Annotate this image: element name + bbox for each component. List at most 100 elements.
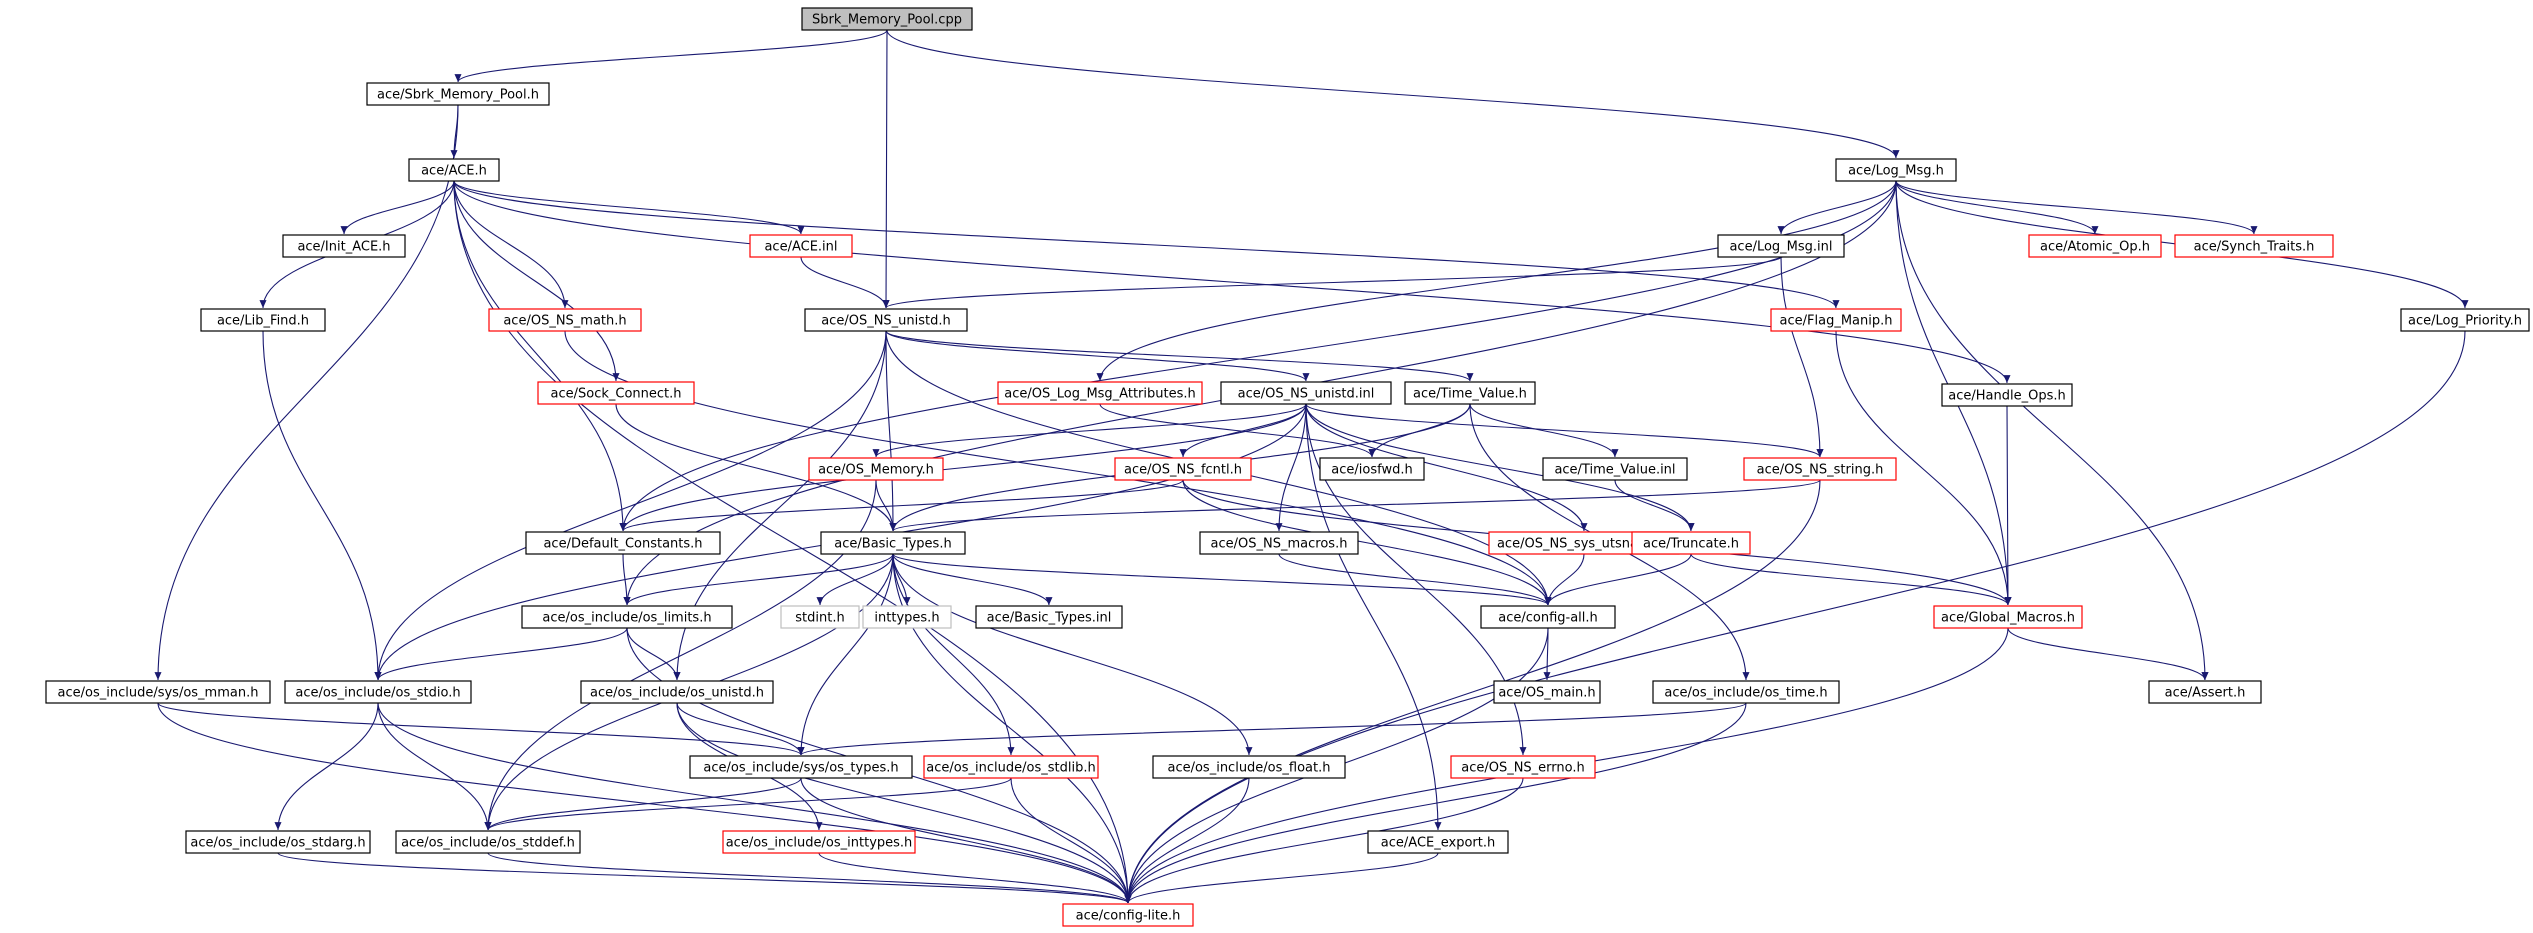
node-ace_h[interactable]: ace/ACE.h: [408, 158, 500, 182]
node-synch[interactable]: ace/Synch_Traits.h: [2174, 234, 2334, 258]
node-label: ace/Handle_Ops.h: [1948, 389, 2065, 404]
node-defconst[interactable]: ace/Default_Constants.h: [525, 531, 721, 555]
node-nsunistd_h[interactable]: ace/OS_NS_unistd.h: [804, 308, 968, 332]
node-osunistd[interactable]: ace/os_include/os_unistd.h: [580, 680, 774, 704]
edge-basictypes-to-ostypes: [797, 553, 894, 756]
node-nserrno[interactable]: ace/OS_NS_errno.h: [1450, 755, 1596, 779]
edge-ostypes-to-osstddef: [484, 777, 802, 831]
edge-root-to-logmsg_h: [886, 29, 1900, 159]
node-box: [2174, 234, 2334, 258]
node-timevalue_inl[interactable]: ace/Time_Value.inl: [1542, 457, 1688, 481]
edge-nsunistd_h-to-timevalue_h: [885, 330, 1474, 382]
node-label: ace/Atomic_Op.h: [2040, 240, 2150, 255]
node-osmman[interactable]: ace/os_include/sys/os_mman.h: [45, 680, 271, 704]
node-osstdarg[interactable]: ace/os_include/os_stdarg.h: [185, 830, 371, 854]
node-flagmanip[interactable]: ace/Flag_Manip.h: [1770, 308, 1902, 332]
node-osstddef[interactable]: ace/os_include/os_stddef.h: [395, 830, 581, 854]
node-ostime[interactable]: ace/os_include/os_time.h: [1652, 680, 1840, 704]
edge-ace_h-to-nsmath: [453, 180, 569, 309]
node-label: ace/OS_NS_math.h: [503, 314, 626, 329]
node-label: ace/Sock_Connect.h: [551, 387, 682, 402]
node-ace_inl[interactable]: ace/ACE.inl: [749, 234, 853, 258]
edge-timevalue_inl-to-truncate: [1614, 479, 1695, 532]
node-root[interactable]: Sbrk_Memory_Pool.cpp: [801, 7, 973, 31]
node-nsmacros[interactable]: ace/OS_NS_macros.h: [1199, 531, 1359, 555]
node-configall[interactable]: ace/config-all.h: [1480, 605, 1616, 629]
node-osfloat[interactable]: ace/os_include/os_float.h: [1152, 755, 1346, 779]
node-inttypes[interactable]: inttypes.h: [862, 605, 952, 629]
node-box: [923, 755, 1099, 779]
edge-osmemory-to-basictypes: [875, 479, 897, 532]
node-box: [801, 7, 973, 31]
node-nsfcntl[interactable]: ace/OS_NS_fcntl.h: [1114, 457, 1252, 481]
node-box: [1542, 457, 1688, 481]
node-basictypes[interactable]: ace/Basic_Types.h: [820, 531, 966, 555]
node-smp_h[interactable]: ace/Sbrk_Memory_Pool.h: [366, 82, 550, 106]
node-osstdio[interactable]: ace/os_include/os_stdio.h: [284, 680, 472, 704]
edge-osstdio-to-configlite: [377, 702, 1132, 904]
node-configlite[interactable]: ace/config-lite.h: [1062, 903, 1194, 927]
edge-logmsg_h-to-atomic: [1895, 180, 2099, 235]
node-label: ace/OS_NS_macros.h: [1211, 537, 1348, 552]
node-init_ace[interactable]: ace/Init_ACE.h: [282, 234, 406, 258]
node-box: [997, 381, 1203, 405]
edge-logmsg_h-to-logattr: [1096, 180, 1897, 382]
edge-osstddef-to-configlite: [487, 852, 1132, 904]
edge-basictypes-to-configall: [892, 553, 1552, 606]
node-sockconn[interactable]: ace/Sock_Connect.h: [537, 381, 695, 405]
node-globalmacros[interactable]: ace/Global_Macros.h: [1933, 605, 2083, 629]
node-logattr[interactable]: ace/OS_Log_Msg_Attributes.h: [997, 381, 1203, 405]
node-osinttypes[interactable]: ace/os_include/os_inttypes.h: [722, 830, 916, 854]
node-box: [488, 308, 642, 332]
node-basictypes_inl[interactable]: ace/Basic_Types.inl: [975, 605, 1123, 629]
edge-sockconn-to-basictypes: [615, 403, 897, 532]
edge-osstdio-to-osstdarg: [274, 702, 379, 831]
node-box: [1631, 531, 1751, 555]
node-nsstring[interactable]: ace/OS_NS_string.h: [1743, 457, 1897, 481]
edge-nsunistd_inl-to-utsname: [1305, 403, 1588, 532]
node-timevalue_h[interactable]: ace/Time_Value.h: [1404, 381, 1536, 405]
node-label: ace/Basic_Types.inl: [987, 611, 1112, 626]
node-label: ace/Log_Msg.h: [1848, 164, 1944, 179]
node-osmemory[interactable]: ace/OS_Memory.h: [808, 457, 944, 481]
node-label: Sbrk_Memory_Pool.cpp: [812, 13, 962, 28]
edge-logmsg_h-to-logmsg_inl: [1777, 180, 1897, 235]
node-oslimits[interactable]: ace/os_include/os_limits.h: [521, 605, 733, 629]
node-label: ace/Log_Msg.inl: [1729, 240, 1832, 255]
node-handleops[interactable]: ace/Handle_Ops.h: [1941, 383, 2073, 407]
node-nsunistd_inl[interactable]: ace/OS_NS_unistd.inl: [1220, 381, 1392, 405]
node-stdint[interactable]: stdint.h: [780, 605, 860, 629]
edge-ostime-to-configlite: [1124, 702, 1747, 904]
node-osmain[interactable]: ace/OS_main.h: [1493, 680, 1601, 704]
node-label: ace/OS_NS_string.h: [1757, 463, 1884, 478]
node-logmsg_inl[interactable]: ace/Log_Msg.inl: [1717, 234, 1845, 258]
node-assert[interactable]: ace/Assert.h: [2148, 680, 2262, 704]
node-label: ace/os_include/os_inttypes.h: [726, 836, 913, 851]
node-osstdlib[interactable]: ace/os_include/os_stdlib.h: [923, 755, 1099, 779]
node-nsmath[interactable]: ace/OS_NS_math.h: [488, 308, 642, 332]
edge-oslimits-to-osstdio: [374, 627, 628, 681]
node-ostypes[interactable]: ace/os_include/sys/os_types.h: [689, 755, 913, 779]
node-box: [1652, 680, 1840, 704]
node-box: [1152, 755, 1346, 779]
edge-timevalue_h-to-timevalue_inl: [1469, 403, 1619, 458]
node-box: [808, 457, 944, 481]
edge-nsunistd_inl-to-nsmacros: [1275, 403, 1307, 532]
node-box: [537, 381, 695, 405]
node-iosfwd[interactable]: ace/iosfwd.h: [1319, 457, 1425, 481]
node-logmsg_h[interactable]: ace/Log_Msg.h: [1835, 158, 1957, 182]
node-box: [1717, 234, 1845, 258]
node-atomic[interactable]: ace/Atomic_Op.h: [2028, 234, 2162, 258]
edge-osstdlib-to-osstddef: [484, 777, 1012, 831]
edge-oslimits-to-osunistd: [626, 627, 681, 681]
node-label: ace/Basic_Types.h: [834, 537, 951, 552]
node-logprio[interactable]: ace/Log_Priority.h: [2400, 308, 2530, 332]
node-aceexport[interactable]: ace/ACE_export.h: [1367, 830, 1509, 854]
node-libfind[interactable]: ace/Lib_Find.h: [200, 308, 326, 332]
edge-truncate-to-globalmacros: [1690, 553, 2012, 606]
node-box: [521, 605, 733, 629]
edge-osmman-to-ostypes: [157, 702, 805, 756]
node-truncate[interactable]: ace/Truncate.h: [1631, 531, 1751, 555]
node-box: [1404, 381, 1536, 405]
node-box: [1062, 903, 1194, 927]
